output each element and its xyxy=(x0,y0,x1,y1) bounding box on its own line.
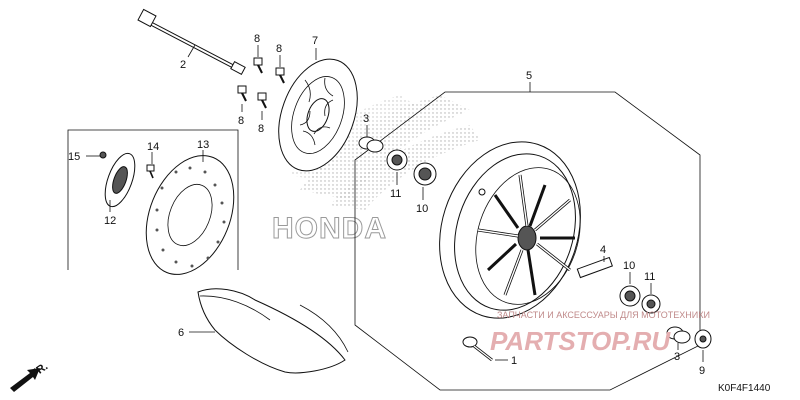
callout-11-a: 11 xyxy=(390,188,401,200)
wheel-rim xyxy=(439,141,581,319)
seal-upper xyxy=(386,149,408,171)
disc-bolts xyxy=(237,57,285,109)
callout-6: 6 xyxy=(178,327,184,339)
callout-8-d: 8 xyxy=(258,123,264,135)
callout-5: 5 xyxy=(526,70,532,82)
callout-3-a: 3 xyxy=(363,113,369,125)
front-fender xyxy=(197,288,349,374)
inset-screw xyxy=(99,151,107,159)
brake-disc-front xyxy=(278,58,358,172)
callout-10-b: 10 xyxy=(623,260,635,272)
callout-10-a: 10 xyxy=(416,203,428,215)
front-direction-indicator: FR. xyxy=(10,360,50,392)
callout-15: 15 xyxy=(68,151,80,163)
inset-bolt xyxy=(146,164,155,179)
leader-lines xyxy=(86,44,704,362)
disc-hub-plate xyxy=(104,152,136,208)
honda-logo-text: HONDA xyxy=(272,212,387,245)
spacer-upper xyxy=(358,136,384,153)
callout-8-a: 8 xyxy=(254,33,260,45)
brake-disc-alt xyxy=(145,155,235,275)
distance-collar xyxy=(576,256,613,279)
arrow-icon xyxy=(10,368,40,392)
callout-2: 2 xyxy=(180,59,186,71)
valve-stem xyxy=(462,336,493,362)
bearing-upper xyxy=(413,162,437,186)
callout-labels: 2 8 8 8 8 7 3 11 10 5 15 14 13 12 6 4 10… xyxy=(68,33,705,377)
callout-11-b: 11 xyxy=(644,271,655,283)
callout-7: 7 xyxy=(312,35,318,47)
callout-4: 4 xyxy=(600,244,606,256)
callout-12: 12 xyxy=(104,215,116,227)
callout-14: 14 xyxy=(147,141,159,153)
callout-1: 1 xyxy=(511,355,517,367)
inset-bracket xyxy=(67,129,239,270)
diagram-code: K0F4F1440 xyxy=(718,383,771,394)
axle-nut xyxy=(694,329,712,349)
callout-8-c: 8 xyxy=(238,115,244,127)
watermark: ЗАПЧАСТИ И АКСЕССУАРЫ ДЛЯ МОТОТЕХНИКИ PA… xyxy=(490,310,710,356)
spacer-lower xyxy=(666,326,691,344)
bearing-lower xyxy=(619,285,641,307)
callout-3-b: 3 xyxy=(674,351,680,363)
callout-8-b: 8 xyxy=(276,43,282,55)
axle xyxy=(137,8,246,76)
callout-13: 13 xyxy=(197,139,209,151)
watermark-tagline: ЗАПЧАСТИ И АКСЕССУАРЫ ДЛЯ МОТОТЕХНИКИ xyxy=(497,310,710,320)
callout-9: 9 xyxy=(699,365,705,377)
seal-lower xyxy=(641,294,661,314)
watermark-brand: PARTSTOP.RU xyxy=(490,326,671,356)
